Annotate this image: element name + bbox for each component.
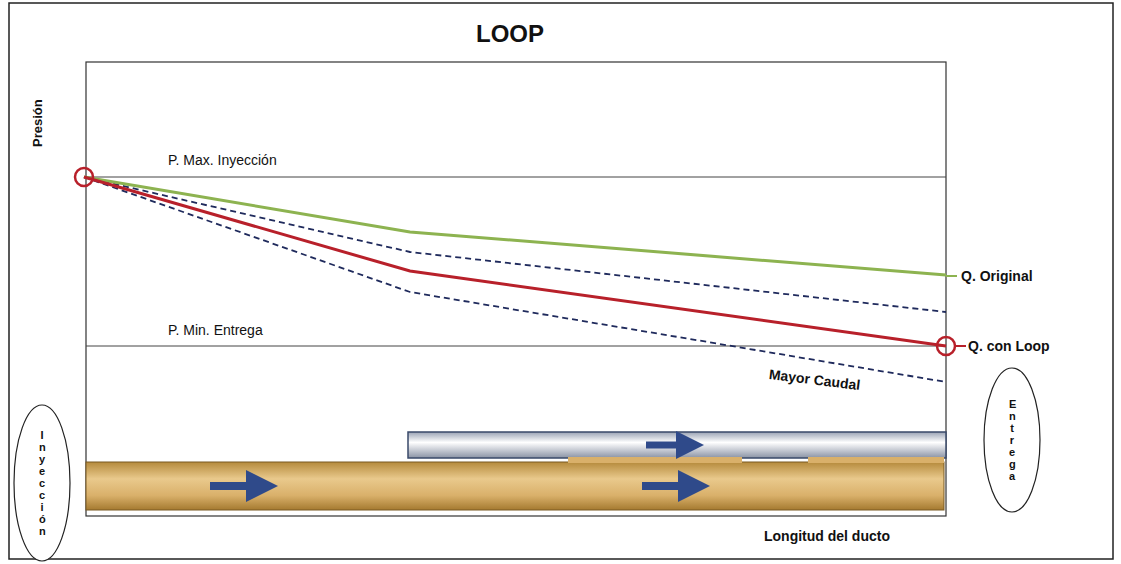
end-ellipse: Entrega [990, 398, 1034, 483]
axis-label: Longitud del ducto [764, 528, 890, 544]
vertical-label: Entrega [1009, 398, 1015, 483]
end-ellipse: Inyección [20, 429, 64, 538]
pressure-label: P. Min. Entrega [168, 322, 263, 338]
axis-label: Presión [30, 99, 45, 147]
series-label: Q. Original [961, 268, 1033, 284]
diagram-title: LOOP [476, 20, 544, 48]
pressure-label: P. Max. Inyección [168, 152, 277, 168]
curve-label: Mayor Caudal [768, 366, 861, 393]
vertical-label: Inyección [39, 429, 45, 538]
series-label: Q. con Loop [968, 338, 1050, 354]
